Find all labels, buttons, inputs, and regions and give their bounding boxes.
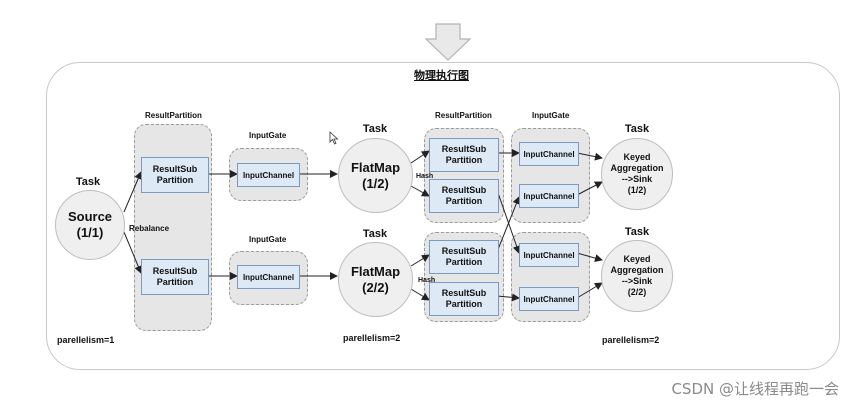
sink-task-label: Task <box>624 123 650 135</box>
sink-task-label: Task <box>624 226 650 238</box>
source-node-index: (1/1) <box>76 225 104 240</box>
parallelism-label-sink: parellelism=2 <box>602 335 660 345</box>
hash-label: Hash <box>418 277 436 284</box>
sink-node-index: (1/2) <box>627 185 647 195</box>
flatmap-node-2: FlatMap (2/2) <box>338 242 413 317</box>
flatmap-node-name: FlatMap <box>350 263 401 279</box>
source-node: Source (1/1) <box>55 190 125 260</box>
parallelism-label-source: parellelism=1 <box>57 335 115 345</box>
sink-node-line2: Aggregation <box>610 265 664 275</box>
input-channel-box: InputChannel <box>519 184 579 208</box>
edge-ch1b-to-sink1 <box>576 181 603 196</box>
flatmap-task-label: Task <box>362 228 388 240</box>
edge-source-to-subpartition-1 <box>123 171 142 213</box>
sink-node-1: Keyed Aggregation -->Sink (1/2) <box>601 138 673 210</box>
flatmap-node-index: (2/2) <box>362 279 389 295</box>
flatmap-task-label: Task <box>362 123 388 135</box>
flatmap-node-index: (1/2) <box>362 175 389 191</box>
input-channel-box: InputChannel <box>237 265 300 289</box>
sink-node-line2: Aggregation <box>610 163 664 173</box>
flatmap-node-name: FlatMap <box>350 159 401 175</box>
input-channel-box: InputChannel <box>237 163 300 187</box>
sink-node-line1: Keyed <box>623 254 651 264</box>
source-node-name: Source <box>67 209 113 224</box>
flatmap-node-1: FlatMap (1/2) <box>338 138 413 213</box>
source-task-label: Task <box>75 176 101 188</box>
edge-sub1b-to-ch2a <box>496 189 521 254</box>
result-partition-label: ResultPartition <box>435 111 492 120</box>
edge-ch1a-to-sink1 <box>576 152 603 161</box>
edge-flatmap2-to-sub-a <box>410 254 430 267</box>
parallelism-label-flatmap: parellelism=2 <box>343 333 401 343</box>
hash-label: Hash <box>416 173 434 180</box>
edge-ch2b-to-sink2 <box>576 282 603 299</box>
edge-source-to-subpartition-2 <box>123 231 143 274</box>
edge-ch2a-to-sink2 <box>576 252 603 262</box>
mouse-cursor-icon <box>329 131 339 145</box>
edge-flatmap1-to-sub-b <box>410 185 430 197</box>
edge-sub2a-to-ch1b <box>496 196 521 253</box>
down-arrow-icon <box>425 23 472 61</box>
edge-sub2b-to-ch2b <box>496 293 520 302</box>
input-gate-label: InputGate <box>249 131 287 140</box>
input-channel-box: InputChannel <box>519 243 579 267</box>
result-partition-label: ResultPartition <box>145 111 202 120</box>
input-channel-box: InputChannel <box>519 287 579 311</box>
input-channel-box: InputChannel <box>519 142 579 166</box>
sink-node-line1: Keyed <box>623 152 651 162</box>
watermark: CSDN @让线程再跑一会 <box>671 380 839 398</box>
edge-flatmap2-to-sub-b <box>410 288 430 301</box>
sink-node-line3: -->Sink <box>621 276 653 286</box>
input-gate-label: InputGate <box>532 111 570 120</box>
rebalance-label: Rebalance <box>129 224 170 233</box>
sink-node-index: (2/2) <box>627 287 647 297</box>
edge-flatmap1-to-sub-a <box>410 150 430 164</box>
sink-node-line3: -->Sink <box>621 174 653 184</box>
sink-node-2: Keyed Aggregation -->Sink (2/2) <box>601 240 673 312</box>
input-gate-label: InputGate <box>249 235 287 244</box>
diagram-title: 物理执行图 <box>414 70 469 82</box>
